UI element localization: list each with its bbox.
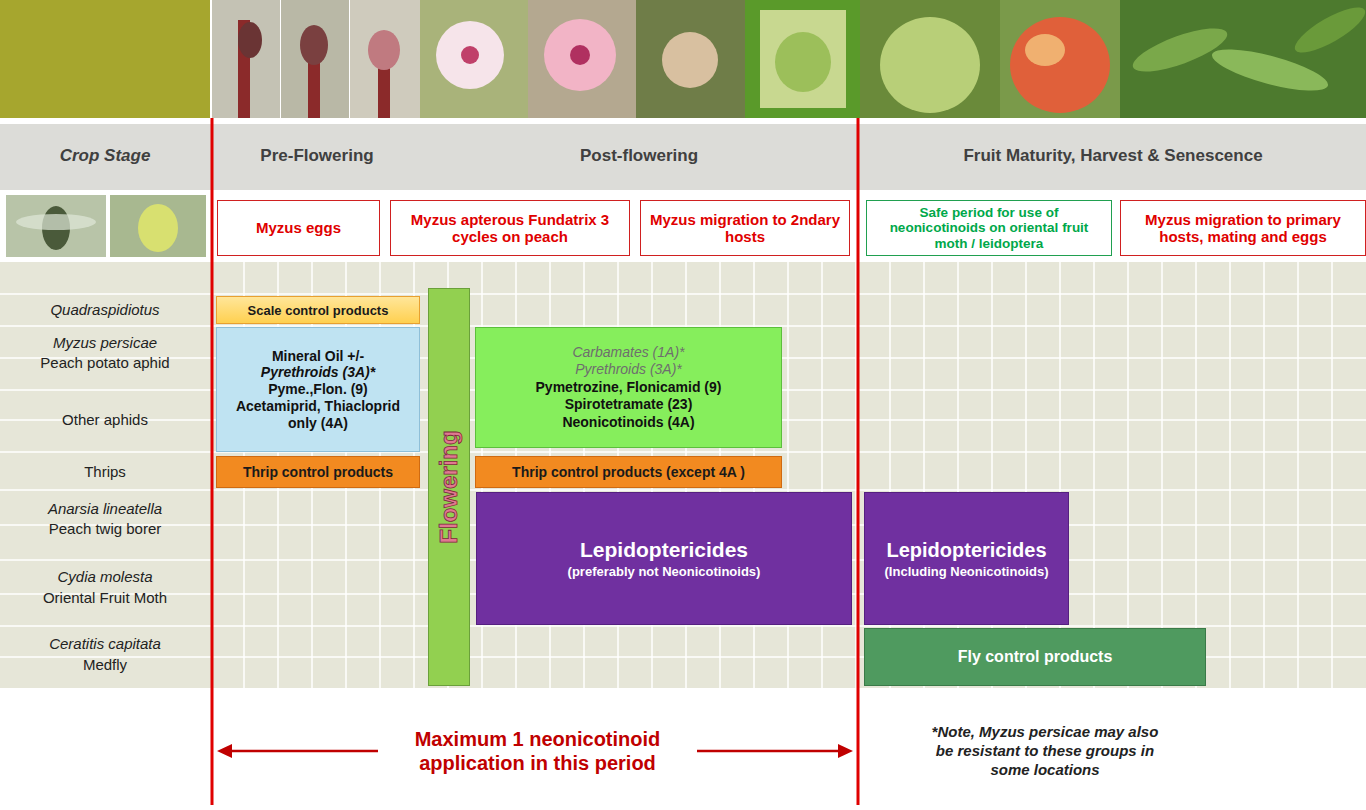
box-text: Myzus apterous Fundatrix 3 cycles on pea…: [397, 211, 623, 246]
box-text: Thrip control products: [243, 464, 393, 480]
row-label: Other aphids: [0, 410, 210, 429]
box-text: Carbamates (1A)*: [572, 344, 684, 362]
fruit-photo: [860, 0, 1000, 118]
footnote: *Note, Myzus persicae may also be resist…: [925, 722, 1165, 779]
box-text: Myzus eggs: [256, 219, 341, 236]
box-text: Pymetrozine, Flonicamid (9): [536, 379, 722, 397]
box-text: Thrip control products (except 4A ): [512, 464, 745, 480]
aphid-photo: [110, 195, 206, 257]
box-text: Safe period for use of neonicotinoids on…: [873, 205, 1105, 252]
grid-line: [0, 293, 1366, 295]
box-text: Scale control products: [248, 303, 389, 318]
flower-photo: [420, 0, 528, 118]
row-label: Thrips: [0, 462, 210, 481]
period-note: Maximum 1 neonicotinoid application in t…: [385, 727, 690, 775]
period-line: [211, 118, 214, 805]
product-box: Lepidoptericides (Including Neonicotinoid…: [864, 492, 1069, 625]
stage-box: Myzus apterous Fundatrix 3 cycles on pea…: [390, 200, 630, 256]
row-label: Myzus persicae: [0, 333, 210, 352]
row-label: Peach potato aphid: [0, 353, 210, 372]
stage-box: Myzus eggs: [217, 200, 380, 256]
product-box: Carbamates (1A)*Pyrethroids (3A)*Pymetro…: [475, 327, 782, 448]
grid-lines: [0, 262, 1366, 688]
fruit-photo: [1010, 17, 1110, 113]
row-label: Cydia molesta: [0, 567, 210, 586]
grid-line: [0, 489, 1366, 491]
flower-photo: [570, 45, 590, 65]
column-header: Pre-Flowering: [214, 146, 420, 166]
box-text: Lepidoptericides: [886, 539, 1046, 562]
box-text: Flowering: [435, 430, 463, 543]
range-arrow: [228, 750, 378, 753]
fruit-photo: [1000, 0, 1120, 118]
row-label: Anarsia lineatella: [0, 499, 210, 518]
bud-photo: [281, 0, 349, 118]
fruit-photo: [1025, 34, 1065, 66]
box-text: Pyrethroids (3A)*: [575, 361, 682, 379]
box-text: Lepidoptericides: [580, 538, 748, 562]
arrow-head: [217, 744, 232, 758]
column-header: Fruit Maturity, Harvest & Senescence: [860, 146, 1366, 166]
aphid-photo: [16, 214, 96, 230]
flower-photo: [636, 0, 745, 118]
stage-box: Myzus migration to 2ndary hosts: [640, 200, 850, 256]
period-line: [857, 118, 860, 805]
product-box: Fly control products: [864, 628, 1206, 686]
bud-photo: [350, 0, 420, 118]
row-label: Peach twig borer: [0, 519, 210, 538]
olive-block: [0, 0, 210, 118]
box-text: Mineral Oil +/-: [272, 348, 364, 365]
fruit-photo: [745, 0, 860, 118]
bud-photo: [368, 30, 400, 70]
bud-photo: [238, 22, 262, 58]
row-label: Oriental Fruit Moth: [0, 588, 210, 607]
bud-photo: [300, 25, 328, 65]
box-text: Spirotetramate (23): [565, 396, 693, 414]
product-box: Mineral Oil +/-Pyrethroids (3A)*Pyme.,Fl…: [216, 327, 420, 452]
box-text: Acetamiprid, Thiacloprid only (4A): [223, 398, 413, 432]
stage-box: Myzus migration to primary hosts, mating…: [1120, 200, 1366, 256]
flower-photo: [461, 46, 479, 64]
bud-photo: [212, 0, 280, 118]
row-label: Medfly: [0, 655, 210, 674]
box-text: (Including Neonicotinoids): [885, 564, 1049, 579]
product-box: Thrip control products: [216, 456, 420, 488]
grid-ground: [0, 262, 1366, 688]
box-text: Fly control products: [958, 648, 1113, 666]
aphid-photo: [138, 204, 178, 252]
safe-period-box: Safe period for use of neonicotinoids on…: [866, 200, 1112, 256]
column-header: Crop Stage: [0, 146, 210, 166]
box-text: Pyrethroids (3A)*: [261, 364, 375, 381]
grid-line: [0, 625, 1366, 627]
product-box: Lepidoptericides (preferably not Neonicot…: [476, 492, 852, 625]
product-box: Thrip control products (except 4A ): [475, 456, 782, 488]
flower-photo: [436, 21, 504, 89]
box-text: Myzus migration to primary hosts, mating…: [1127, 211, 1359, 246]
flower-photo: [544, 19, 616, 91]
arrow-head: [838, 744, 853, 758]
flower-photo: [528, 0, 636, 118]
aphid-photo: [6, 195, 106, 257]
row-label: Ceratitis capitata: [0, 634, 210, 653]
leaf-photo: [1128, 20, 1232, 81]
column-header: Post-flowering: [420, 146, 858, 166]
box-text: Myzus migration to 2ndary hosts: [647, 211, 843, 246]
leaf-photo: [1289, 0, 1366, 60]
box-text: Neonicotinoids (4A): [562, 414, 694, 432]
box-text: (preferably not Neonicotinoids): [568, 564, 761, 579]
fruit-photo: [775, 32, 831, 92]
range-arrow: [697, 750, 840, 753]
box-text: Pyme.,Flon. (9): [268, 381, 368, 398]
header-band: [0, 124, 1366, 190]
product-box: Scale control products: [216, 296, 420, 324]
grid-line: [0, 451, 1366, 453]
fruit-photo: [880, 17, 980, 113]
row-label: Quadraspidiotus: [0, 300, 210, 319]
fruit-photo: [760, 10, 846, 108]
flower-photo: [662, 32, 718, 88]
flowering-bar: Flowering: [428, 288, 470, 686]
